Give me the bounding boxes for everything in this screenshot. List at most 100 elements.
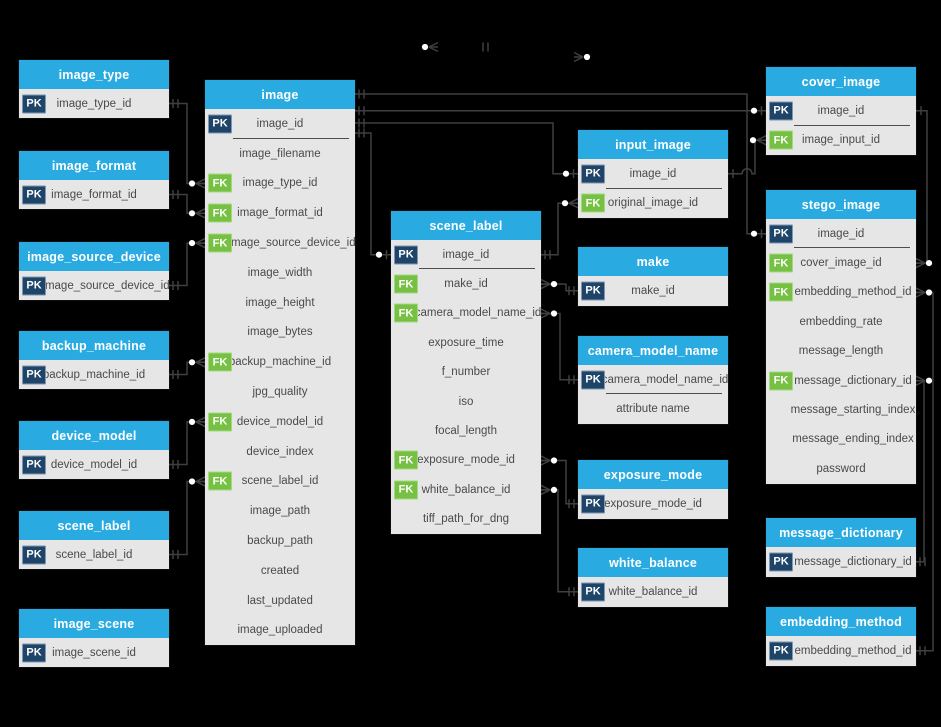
cardinality-start-one (358, 106, 365, 116)
attribute-row-message_length[interactable]: message_length (766, 337, 916, 366)
attribute-row-created[interactable]: created (205, 556, 355, 586)
relationship-device_model.device_model_id-to-image.device_model_id[interactable] (169, 416, 206, 469)
attribute-row-password[interactable]: password (766, 454, 916, 483)
relationship-scene_label.image_id-to-input_image.original_image_id[interactable] (541, 198, 579, 260)
fk-badge: FK (208, 352, 232, 372)
relationship-scene_label.white_balance_id-to-white_balance.white_balance_id[interactable] (540, 484, 578, 597)
cardinality-end-many (188, 476, 206, 487)
attribute-row-image_width[interactable]: image_width (205, 258, 355, 288)
attribute-row-attribute_name[interactable]: attribute name (578, 394, 728, 423)
attribute-row-image_height[interactable]: image_height (205, 288, 355, 318)
relationship-image.image_id-to-input_image.image_id[interactable] (355, 118, 578, 179)
attribute-row-focal_length[interactable]: focal_length (391, 416, 541, 445)
relationship-image_source_device.image_source_device_id-to-image.image_source_device_id[interactable] (169, 237, 206, 290)
relationship-backup_machine.backup_machine_id-to-image.backup_machine_id[interactable] (169, 357, 206, 379)
attribute-row-last_updated[interactable]: last_updated (205, 586, 355, 616)
relationship-scene_label.make_id-to-make.make_id[interactable] (540, 278, 578, 296)
attribute-label: scene_label_id (241, 475, 319, 488)
attribute-label: backup_machine_id (42, 368, 146, 381)
attribute-row-iso[interactable]: iso (391, 387, 541, 416)
attribute-row-device_index[interactable]: device_index (205, 437, 355, 467)
relationship-image.image_id-to-scene_label.image_id[interactable] (355, 128, 391, 260)
attribute-row-exposure_time[interactable]: exposure_time (391, 328, 541, 357)
relationship-image_format.image_format_id-to-image.image_format_id[interactable] (169, 190, 206, 219)
attribute-row-jpg_quality[interactable]: jpg_quality (205, 377, 355, 407)
attribute-row-embedding_rate[interactable]: embedding_rate (766, 307, 916, 336)
attribute-row-message_starting_index[interactable]: message_starting_index (766, 395, 916, 424)
relationship-stego_image.embedding_method_id-to-embedding_method.embedding_method_id[interactable] (915, 287, 934, 656)
attribute-label: image_width (247, 266, 313, 279)
attribute-row-image_uploaded[interactable]: image_uploaded (205, 616, 355, 646)
attribute-row-tiff_path_for_dng[interactable]: tiff_path_for_dng (391, 505, 541, 534)
relationship-cover_image.image_id-to-stego_image.cover_image_id[interactable] (915, 106, 933, 269)
legend-glyph-one-and-only-one (482, 42, 489, 52)
relationship-image.image_id-to-stego_image.image_id[interactable] (355, 89, 766, 239)
relationship-stego_image.message_dictionary_id-to-message_dictionary.message_dictionary_id[interactable] (915, 375, 933, 567)
relationship-scene_label.scene_label_id-to-image.scene_label_id[interactable] (169, 476, 206, 559)
fk-badge: FK (769, 371, 793, 391)
attribute-row-backup_path[interactable]: backup_path (205, 526, 355, 556)
relationship-input_image.image_id-to-cover_image.image_input_id[interactable] (728, 135, 767, 179)
attribute-row-f_number[interactable]: f_number (391, 358, 541, 387)
attribute-row-image_path[interactable]: image_path (205, 496, 355, 526)
attribute-row-message_ending_index[interactable]: message_ending_index (766, 425, 916, 454)
relationship-image_type.image_type_id-to-image.image_type_id[interactable] (169, 99, 206, 189)
attribute-row-image_filename[interactable]: image_filename (205, 139, 355, 169)
attribute-row-image_bytes[interactable]: image_bytes (205, 318, 355, 348)
relationship-scene_label.camera_model_name_id-to-camera_model_name.camera_model_name_id[interactable] (540, 308, 578, 385)
relationship-scene_label.exposure_mode_id-to-exposure_mode.exposure_mode_id[interactable] (540, 455, 578, 509)
relationship-image.image_id-to-cover_image.image_id[interactable] (355, 106, 766, 116)
